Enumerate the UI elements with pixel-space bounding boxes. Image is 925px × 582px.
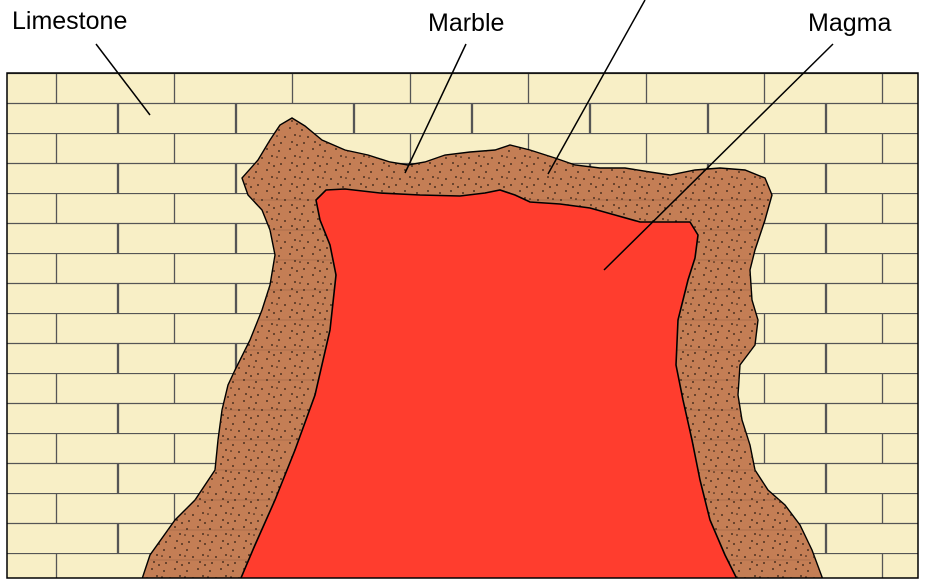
magma-label: Magma	[808, 9, 891, 37]
limestone-label: Limestone	[12, 7, 127, 35]
marble-label: Marble	[428, 9, 504, 37]
